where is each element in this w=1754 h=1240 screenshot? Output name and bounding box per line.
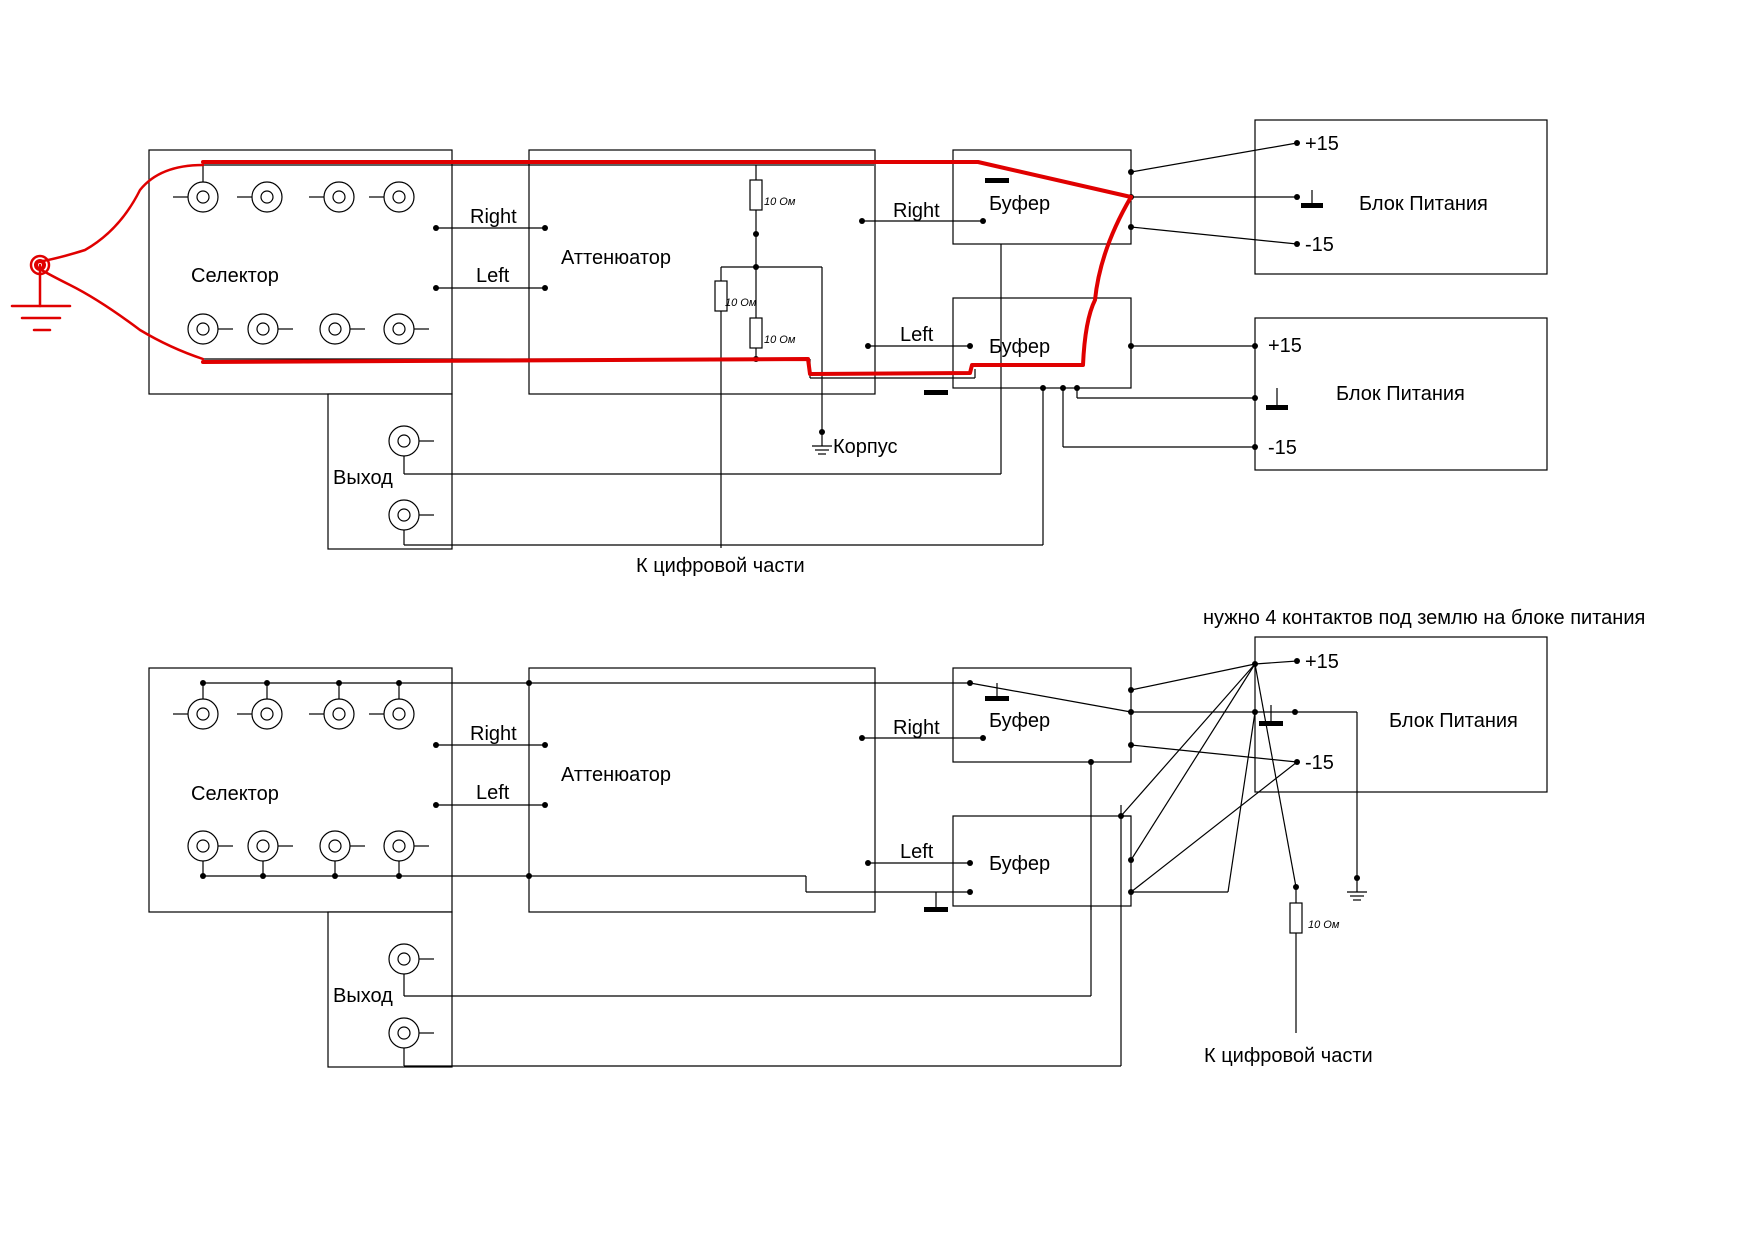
- psu-minus-2: -15: [1305, 752, 1334, 774]
- left-label-1: Left: [476, 265, 510, 287]
- ground-icon: [812, 432, 832, 455]
- resistor-label: 10 Ом: [725, 297, 757, 309]
- output-box-2: [327, 911, 453, 1068]
- output-box-1: [327, 393, 453, 550]
- psu-top-minus-1: -15: [1305, 234, 1334, 256]
- rca-jack-icon: [383, 313, 429, 345]
- psu-plus-2: +15: [1305, 651, 1339, 673]
- rca-jack-icon: [187, 313, 233, 345]
- red-ground-annotation: [10, 160, 1133, 376]
- psu-bottom-plus-1: +15: [1268, 335, 1302, 357]
- attenuator-label-2: Аттенюатор: [561, 764, 671, 786]
- ground-bar-icon: [985, 178, 1009, 183]
- resistor-label: 10 Ом: [764, 334, 796, 346]
- rca-jack-icon: [247, 313, 293, 345]
- selector-label-1: Селектор: [191, 265, 279, 287]
- ground-bar-icon: [924, 390, 948, 395]
- left-label-2: Left: [900, 324, 934, 346]
- ground-bar-icon: [1266, 405, 1288, 410]
- diagram-1: Селектор Аттенюатор Выход Right Left Rig…: [10, 119, 1548, 577]
- diagram-2: нужно 4 контактов под землю на блоке пит…: [148, 607, 1645, 1068]
- selector-box-1: [148, 149, 453, 395]
- rca-jack-icon: [319, 313, 365, 345]
- note-label: нужно 4 контактов под землю на блоке пит…: [1203, 607, 1645, 629]
- buffer-bottom-label-1: Буфер: [989, 336, 1050, 358]
- attenuator-box-2: [528, 667, 876, 913]
- rca-jack-icon: [369, 181, 415, 213]
- resistor-label: 10 Ом: [764, 196, 796, 208]
- buffer-bottom-label-2: Буфер: [989, 853, 1050, 875]
- resistor-icon: [749, 179, 763, 211]
- selector-label-2: Селектор: [191, 783, 279, 805]
- resistor-icon: [749, 317, 763, 349]
- rca-jacks-bottom-1: [187, 313, 429, 345]
- right-label-4: Right: [893, 717, 940, 739]
- psu-label-2: Блок Питания: [1389, 710, 1518, 732]
- buffer-top-box-1: [952, 149, 1132, 245]
- rca-jack-icon: [309, 181, 355, 213]
- ground-bar-icon: [1259, 721, 1283, 726]
- right-label-1: Right: [470, 206, 517, 228]
- buffer-top-label-2: Буфер: [989, 710, 1050, 732]
- ground-bar-icon: [1301, 203, 1323, 208]
- chassis-label: Корпус: [833, 436, 898, 458]
- psu-bottom-minus-1: -15: [1268, 437, 1297, 459]
- digital-part-label-2: К цифровой части: [1204, 1045, 1373, 1067]
- psu-top-box-1: [1254, 119, 1548, 275]
- right-label-2: Right: [893, 200, 940, 222]
- psu-box-2: [1254, 636, 1548, 793]
- output-label-1: Выход: [333, 467, 393, 489]
- left-label-4: Left: [900, 841, 934, 863]
- psu-bottom-label-1: Блок Питания: [1336, 383, 1465, 405]
- rca-jack-icon: [237, 181, 283, 213]
- attenuator-label-1: Аттенюатор: [561, 247, 671, 269]
- left-label-3: Left: [476, 782, 510, 804]
- ground-bar-icon: [985, 696, 1009, 701]
- attenuator-box-1: [528, 149, 876, 395]
- right-label-3: Right: [470, 723, 517, 745]
- buffer-top-label-1: Буфер: [989, 193, 1050, 215]
- buffer-bottom-box-1: [952, 297, 1132, 389]
- output-label-2: Выход: [333, 985, 393, 1007]
- psu-top-label-1: Блок Питания: [1359, 193, 1488, 215]
- ground-icon: [1347, 878, 1367, 901]
- resistor-label: 10 Ом: [1308, 919, 1340, 931]
- digital-part-label-1: К цифровой части: [636, 555, 805, 577]
- resistor-icon: [1289, 902, 1303, 934]
- buffer-bottom-box-2: [952, 815, 1132, 907]
- ground-bar-icon: [924, 907, 948, 912]
- psu-bottom-box-1: [1254, 317, 1548, 471]
- psu-top-plus-1: +15: [1305, 133, 1339, 155]
